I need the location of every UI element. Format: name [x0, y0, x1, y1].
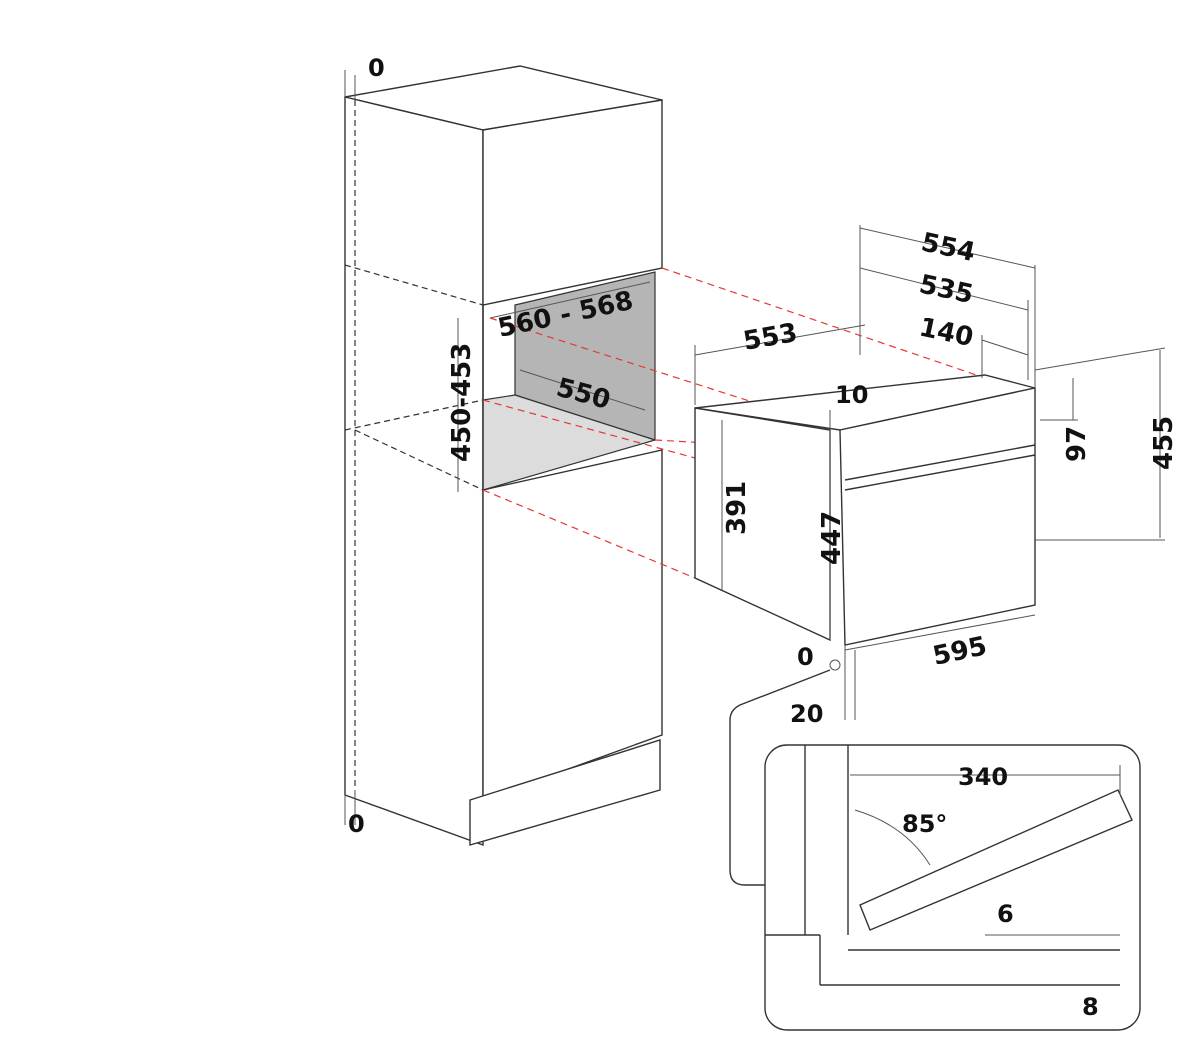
- oven-front-offset-label: 10: [835, 381, 868, 409]
- oven-side-height-label: 447: [817, 511, 847, 565]
- oven-panel-height-label: 97: [1062, 426, 1092, 462]
- oven-bottom-gap-label: 0: [797, 643, 814, 671]
- gap-bottom-label: 8: [1082, 993, 1099, 1021]
- cabinet-bottom-gap-label: 0: [348, 810, 365, 838]
- oven-width-label: 595: [930, 631, 989, 672]
- cabinet-top-gap-label: 0: [368, 54, 385, 82]
- tall-cabinet: [344, 65, 663, 846]
- oven: [694, 225, 1166, 720]
- door-thickness-label: 20: [790, 700, 823, 728]
- oven-depth-total-label: 554: [919, 228, 978, 269]
- door-detail-inset: [729, 669, 1141, 1031]
- niche-height-label: 450-453: [447, 343, 477, 462]
- oven-depth-body-label: 535: [917, 270, 976, 311]
- oven-rear-offset-label: 140: [917, 313, 976, 354]
- oven-body-height-label: 391: [722, 481, 752, 535]
- door-open-length-label: 340: [958, 763, 1008, 791]
- door-angle-label: 85°: [902, 810, 947, 838]
- gap-top-label: 6: [997, 900, 1014, 928]
- oven-total-height-label: 455: [1149, 416, 1179, 470]
- oven-side-depth-label: 553: [741, 318, 800, 357]
